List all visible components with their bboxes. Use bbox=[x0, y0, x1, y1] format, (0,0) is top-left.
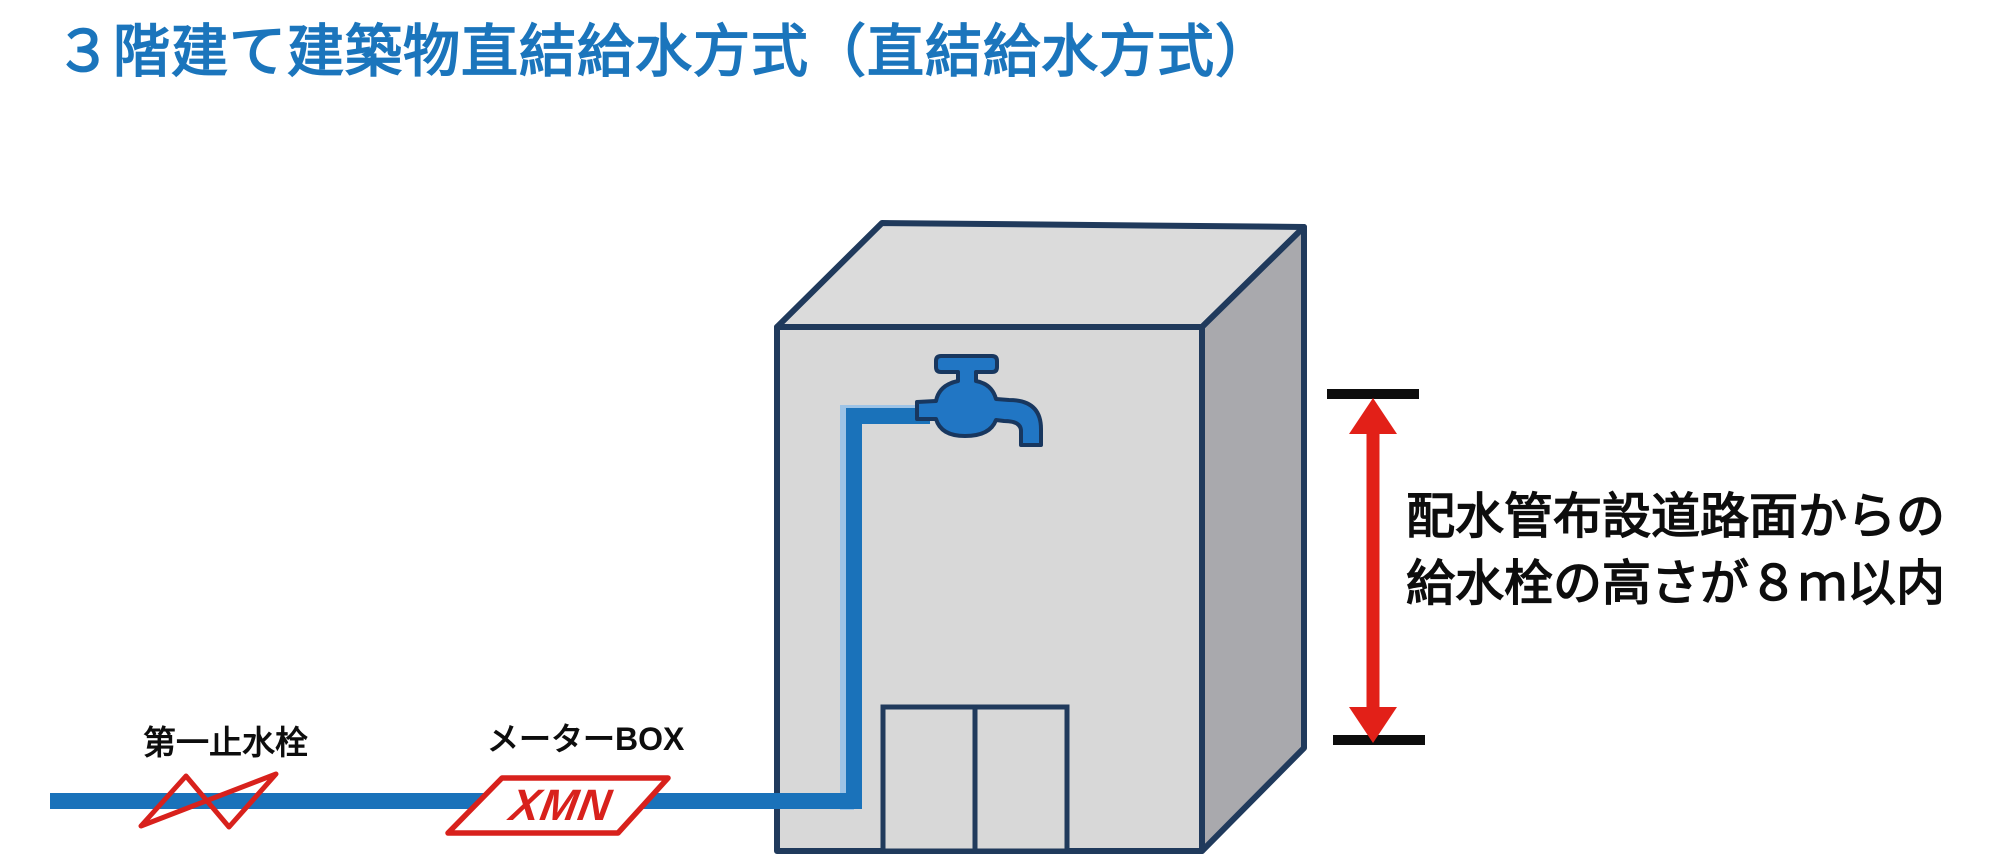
water-pipe bbox=[50, 405, 934, 810]
stop-valve-icon bbox=[138, 771, 279, 830]
faucet-icon bbox=[915, 354, 1043, 447]
dimension-arrowhead-down bbox=[1349, 707, 1397, 743]
height-annotation-line2: 給水栓の高さが８ｍ以内 bbox=[1406, 557, 1946, 611]
dimension-bottom-bar bbox=[1333, 735, 1425, 745]
page-title: ３階建て建築物直結給水方式（直結給水方式） bbox=[55, 20, 1273, 84]
building-right-face bbox=[1199, 224, 1307, 854]
dimension-arrowhead-up bbox=[1349, 398, 1397, 434]
meter-box-icon bbox=[445, 775, 671, 836]
height-annotation-line1: 配水管布設道路面からの bbox=[1406, 490, 1946, 544]
meter-box-label: メーターBOX bbox=[487, 721, 685, 757]
height-annotation: 配水管布設道路面からの 給水栓の高さが８ｍ以内 bbox=[1406, 484, 1945, 618]
first-stop-valve-label: 第一止水栓 bbox=[143, 724, 308, 761]
meter-symbol-text: XMN bbox=[506, 781, 616, 830]
dimension-top-bar bbox=[1327, 389, 1419, 399]
pipe-main bbox=[50, 408, 930, 809]
height-dimension-arrow bbox=[1327, 389, 1425, 745]
